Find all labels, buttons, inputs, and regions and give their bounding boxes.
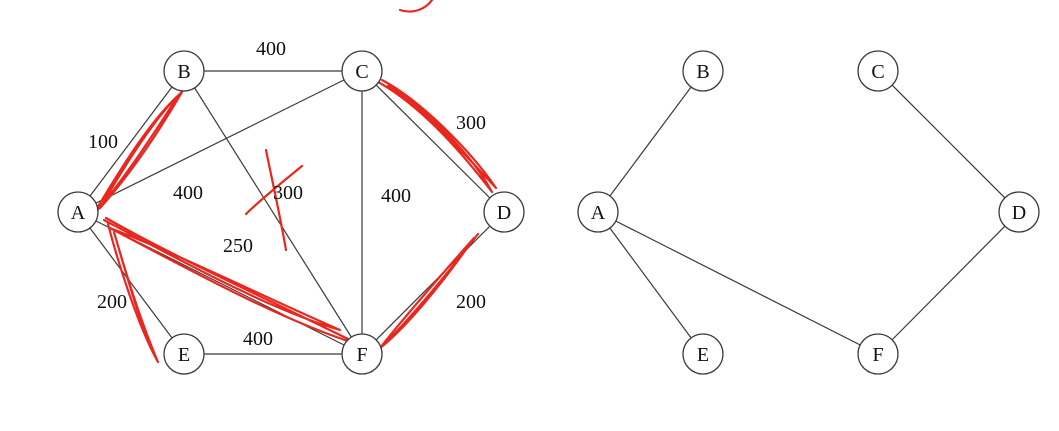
right-node-e: E [682, 333, 724, 375]
right-edge-d-f [877, 211, 1020, 355]
left-node-label-e: E [178, 344, 190, 366]
weight-label-b-f: 300 [273, 182, 303, 204]
left-edge-a-c [77, 70, 363, 213]
right-node-circle-d [998, 191, 1040, 233]
right-node-d: D [998, 191, 1040, 233]
left-node-label-d: D [497, 202, 511, 224]
left-edge-a-e [77, 211, 185, 355]
right-node-label-b: B [696, 61, 709, 83]
right-edge-c-d [877, 70, 1020, 213]
weight-label-d-f: 200 [456, 291, 486, 313]
right-node-a: A [577, 191, 619, 233]
ink-cross-out-bf [244, 148, 304, 252]
left-node-circle-b [163, 50, 205, 92]
left-node-label-b: B [177, 61, 190, 83]
weight-label-a-b: 100 [88, 131, 118, 153]
ink-stroke-a-b [92, 90, 184, 216]
right-node-b: B [682, 50, 724, 92]
weight-label-e-f: 400 [243, 328, 273, 350]
weight-label-a-e: 200 [97, 291, 127, 313]
right-node-circle-a [577, 191, 619, 233]
right-graph-edges [597, 70, 1020, 355]
left-graph-edge-weights: 100 400 300 400 300 400 250 200 400 200 [88, 38, 486, 350]
left-edge-a-b [77, 70, 185, 213]
right-node-label-c: C [871, 61, 884, 83]
right-edge-a-f [597, 211, 879, 355]
left-node-f: F [341, 333, 383, 375]
left-node-label-f: F [356, 344, 367, 366]
right-node-circle-c [857, 50, 899, 92]
right-node-label-a: A [591, 202, 606, 224]
right-node-label-d: D [1012, 202, 1026, 224]
left-node-b: B [163, 50, 205, 92]
right-graph-nodes: A B C D E F [577, 50, 1040, 375]
left-node-circle-f [341, 333, 383, 375]
left-edge-b-f [183, 70, 363, 355]
weight-label-b-c: 400 [256, 38, 286, 60]
left-node-circle-a [57, 191, 99, 233]
weight-label-a-f: 250 [223, 235, 253, 257]
right-node-circle-f [857, 333, 899, 375]
weight-label-c-f: 400 [381, 185, 411, 207]
right-node-label-e: E [697, 344, 709, 366]
left-node-label-c: C [355, 61, 368, 83]
left-node-a: A [57, 191, 99, 233]
right-node-label-f: F [872, 344, 883, 366]
left-node-d: D [483, 191, 525, 233]
right-node-c: C [857, 50, 899, 92]
right-node-f: F [857, 333, 899, 375]
ink-stroke-a-e [106, 222, 160, 364]
left-node-e: E [163, 333, 205, 375]
right-node-circle-b [682, 50, 724, 92]
red-ink-annotations [92, 0, 498, 364]
right-node-circle-e [682, 333, 724, 375]
right-edge-a-b [597, 70, 704, 213]
right-edge-a-e [597, 211, 704, 355]
left-node-label-a: A [71, 202, 86, 224]
ink-stroke-d-f [373, 232, 480, 354]
ink-stroke-c-d [376, 78, 498, 194]
weight-label-a-c: 400 [173, 182, 203, 204]
left-node-circle-d [483, 191, 525, 233]
ink-top-mark [398, 0, 434, 13]
left-node-circle-e [163, 333, 205, 375]
left-node-c: C [341, 50, 383, 92]
left-node-circle-c [341, 50, 383, 92]
left-graph-nodes: A B C D E F [57, 50, 525, 375]
left-edge-c-d [361, 70, 505, 213]
weight-label-c-d: 300 [456, 112, 486, 134]
